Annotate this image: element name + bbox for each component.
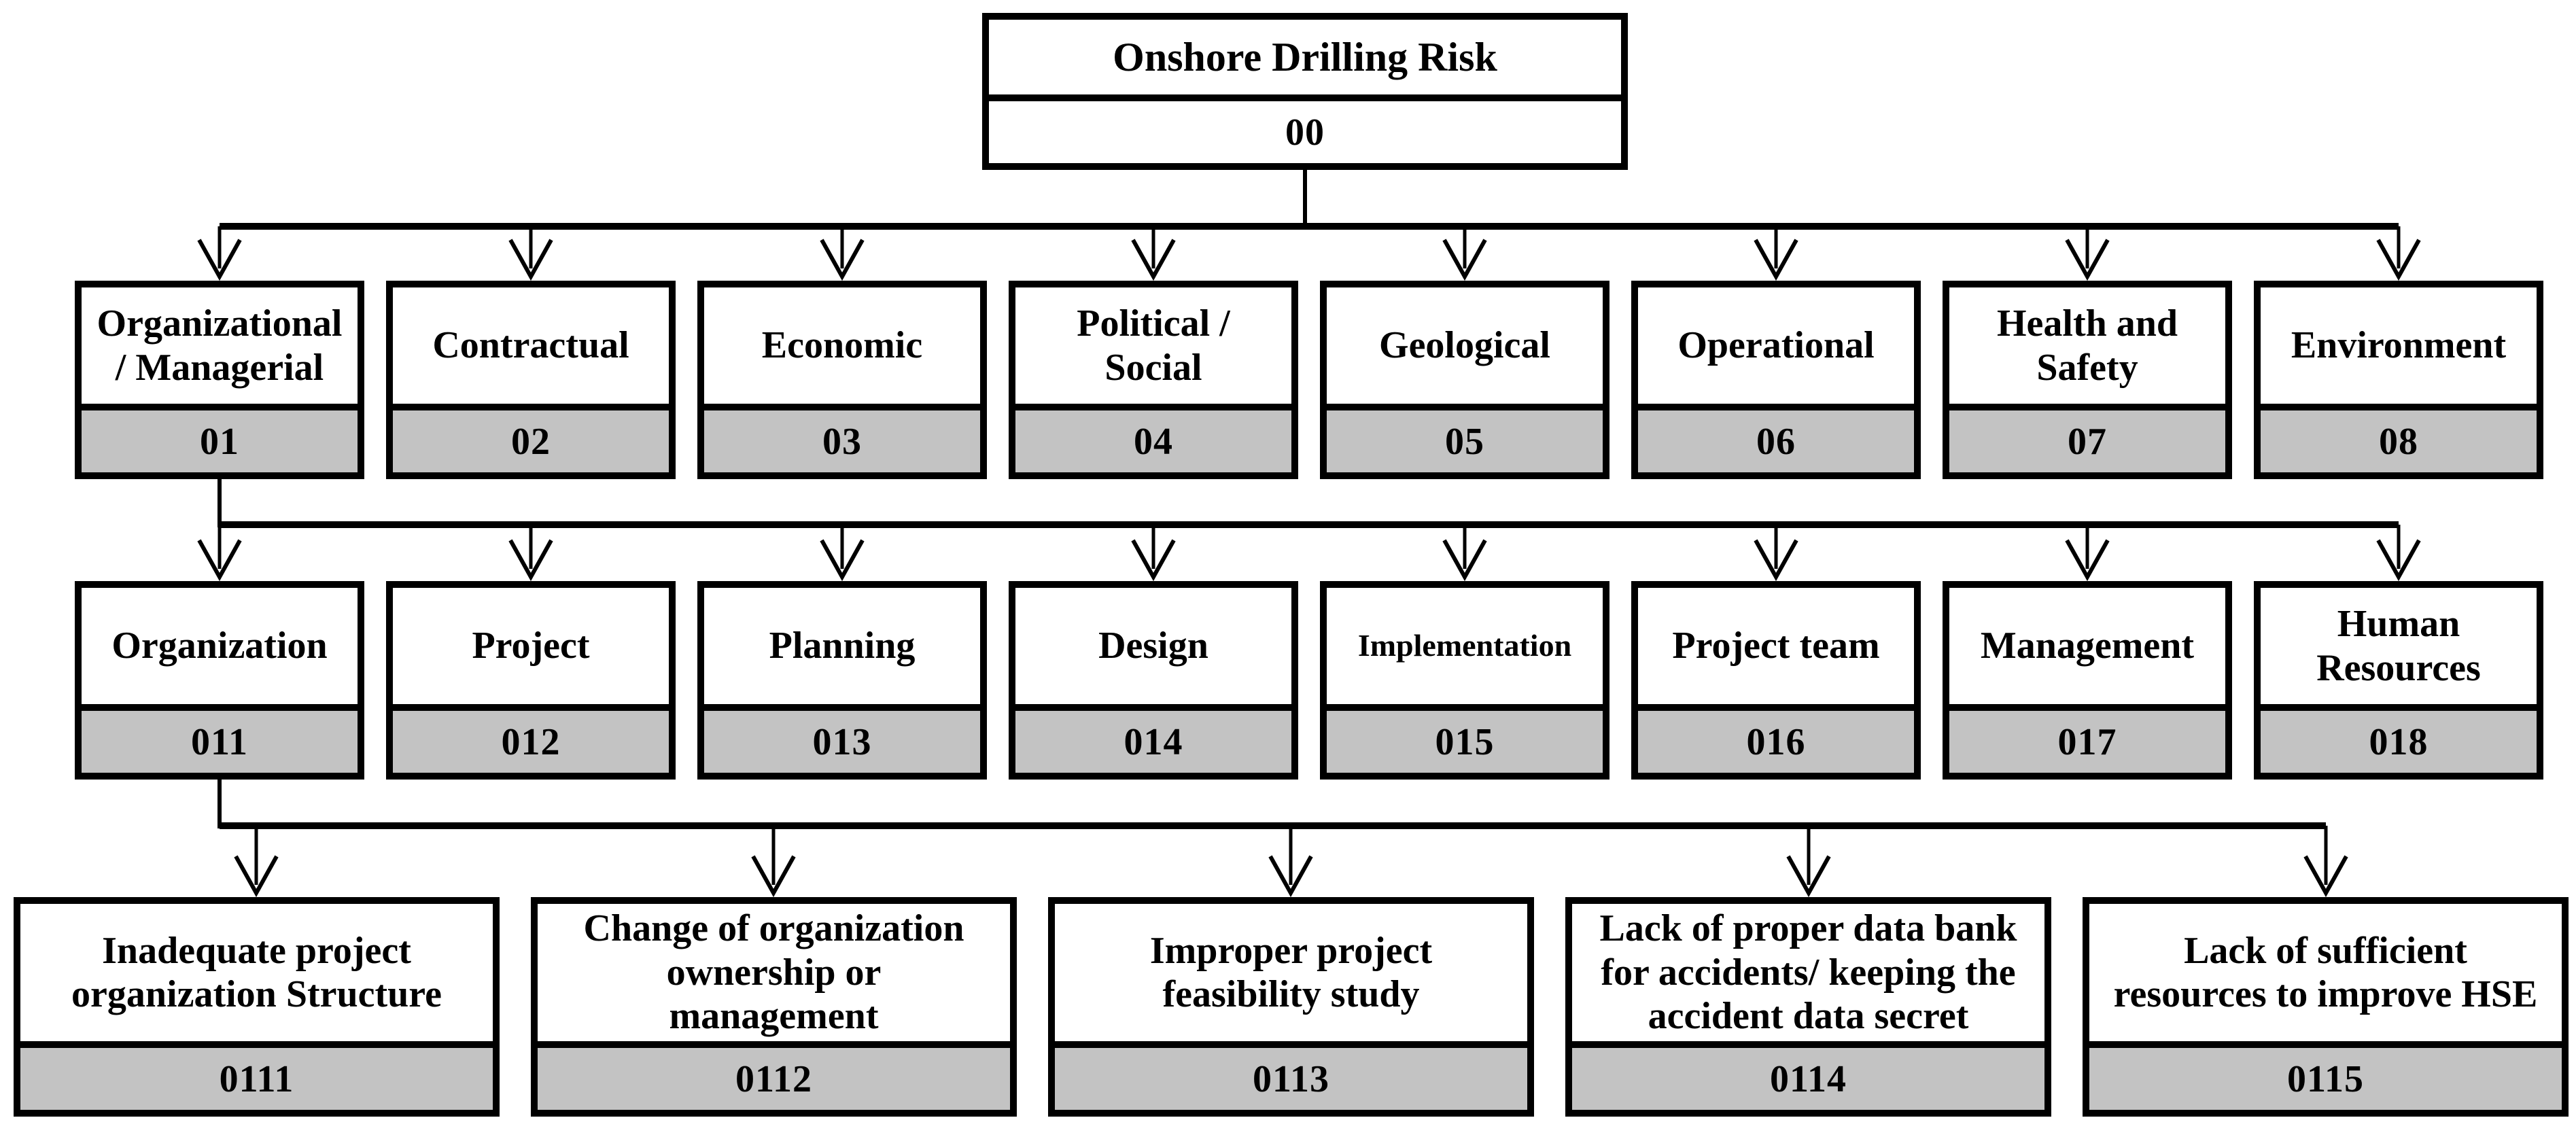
node-00-label: Onshore Drilling Risk xyxy=(1113,34,1497,80)
node-01-code: 01 xyxy=(82,404,358,472)
node-06-label: Operational xyxy=(1677,324,1875,367)
node-0113-improper-feasibility-study: Improper project feasibility study 0113 xyxy=(1048,897,1534,1117)
node-014-design: Design 014 xyxy=(1009,581,1298,780)
node-0113-code: 0113 xyxy=(1055,1041,1527,1110)
node-00-onshore-drilling-risk: Onshore Drilling Risk 00 xyxy=(982,13,1628,170)
node-0115-code: 0115 xyxy=(2089,1041,2562,1110)
node-04-code: 04 xyxy=(1015,404,1291,472)
node-04-label: Political / Social xyxy=(1077,302,1230,389)
node-03-code: 03 xyxy=(704,404,980,472)
node-08-label: Environment xyxy=(2291,324,2507,367)
node-015-implementation: Implementation 015 xyxy=(1320,581,1609,780)
node-08-code: 08 xyxy=(2261,404,2537,472)
node-0112-code: 0112 xyxy=(538,1041,1010,1110)
node-016-label: Project team xyxy=(1672,625,1880,667)
node-013-planning: Planning 013 xyxy=(697,581,987,780)
node-015-label: Implementation xyxy=(1357,628,1572,663)
node-0115-lack-of-hse-resources: Lack of sufficient resources to improve … xyxy=(2083,897,2569,1117)
node-07-code: 07 xyxy=(1949,404,2225,472)
node-0114-lack-of-data-bank: Lack of proper data bank for accidents/ … xyxy=(1565,897,2051,1117)
node-017-label: Management xyxy=(1980,625,2195,667)
node-06-code: 06 xyxy=(1638,404,1914,472)
node-00-code: 00 xyxy=(989,94,1621,163)
node-012-code: 012 xyxy=(393,704,669,773)
node-015-code: 015 xyxy=(1327,704,1603,773)
node-0111-inadequate-org-structure: Inadequate project organization Structur… xyxy=(14,897,500,1117)
node-03-label: Economic xyxy=(761,324,923,367)
node-02-label: Contractual xyxy=(432,324,629,367)
node-011-label: Organization xyxy=(111,625,328,667)
node-014-label: Design xyxy=(1098,625,1208,667)
node-05-code: 05 xyxy=(1327,404,1603,472)
node-01-label: Organizational / Managerial xyxy=(97,302,343,389)
node-016-code: 016 xyxy=(1638,704,1914,773)
node-07-label: Health and Safety xyxy=(1996,302,2178,389)
node-05-geological: Geological 05 xyxy=(1320,281,1609,479)
node-05-label: Geological xyxy=(1379,324,1550,367)
node-018-code: 018 xyxy=(2261,704,2537,773)
node-012-project: Project 012 xyxy=(386,581,676,780)
node-018-label: Human Resources xyxy=(2316,603,2481,689)
node-016-project-team: Project team 016 xyxy=(1631,581,1921,780)
node-0111-code: 0111 xyxy=(20,1041,493,1110)
node-02-code: 02 xyxy=(393,404,669,472)
node-0114-code: 0114 xyxy=(1572,1041,2044,1110)
node-013-code: 013 xyxy=(704,704,980,773)
node-0114-label: Lack of proper data bank for accidents/ … xyxy=(1599,907,2017,1038)
node-0115-label: Lack of sufficient resources to improve … xyxy=(2113,929,2538,1015)
node-06-operational: Operational 06 xyxy=(1631,281,1921,479)
node-013-label: Planning xyxy=(769,625,916,667)
node-03-economic: Economic 03 xyxy=(697,281,987,479)
node-0112-change-of-ownership: Change of organization ownership or mana… xyxy=(531,897,1017,1117)
node-04-political-social: Political / Social 04 xyxy=(1009,281,1298,479)
node-017-code: 017 xyxy=(1949,704,2225,773)
node-014-code: 014 xyxy=(1015,704,1291,773)
node-018-human-resources: Human Resources 018 xyxy=(2254,581,2543,780)
node-02-contractual: Contractual 02 xyxy=(386,281,676,479)
node-07-health-and-safety: Health and Safety 07 xyxy=(1943,281,2232,479)
node-011-code: 011 xyxy=(82,704,358,773)
node-08-environment: Environment 08 xyxy=(2254,281,2543,479)
node-011-organization: Organization 011 xyxy=(75,581,364,780)
node-017-management: Management 017 xyxy=(1943,581,2232,780)
node-01-organizational-managerial: Organizational / Managerial 01 xyxy=(75,281,364,479)
node-0113-label: Improper project feasibility study xyxy=(1149,929,1433,1015)
node-0111-label: Inadequate project organization Structur… xyxy=(71,929,442,1015)
node-012-label: Project xyxy=(472,625,590,667)
node-0112-label: Change of organization ownership or mana… xyxy=(583,907,964,1038)
